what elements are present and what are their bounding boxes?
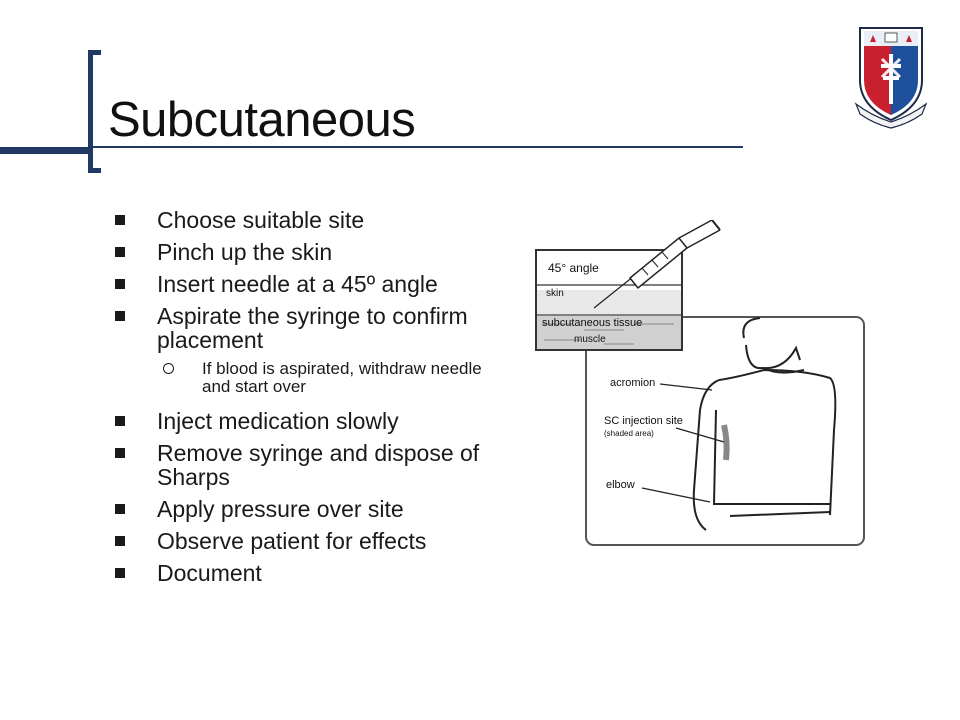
bullet-text: Aspirate the syringe to confirm placemen… [157, 303, 468, 353]
title-bracket-stem [88, 50, 93, 173]
bullet-text: Remove syringe and dispose of Sharps [157, 440, 480, 490]
bullet-text: Choose suitable site [157, 207, 365, 233]
bullet-item: Remove syringe and dispose of Sharps [112, 441, 492, 489]
title-bracket-bottom [88, 168, 101, 173]
angle-label: 45° angle [548, 261, 599, 275]
bullet-item: Inject medication slowly [112, 409, 492, 433]
slide-title: Subcutaneous [108, 93, 416, 147]
bullet-item: Observe patient for effects [112, 529, 492, 553]
subcutaneous-label: subcutaneous tissue [542, 317, 642, 329]
syringe-drawing [593, 220, 721, 309]
injection-shaded-area [721, 424, 730, 461]
bullet-item: Insert needle at a 45º angle [112, 272, 492, 296]
bullet-text: Insert needle at a 45º angle [157, 271, 438, 297]
skin-label: skin [546, 288, 564, 299]
sub-bullet-item: If blood is aspirated, withdraw needle a… [157, 360, 492, 396]
bullet-list: Choose suitable site Pinch up the skin I… [112, 208, 492, 593]
skin-layer-inset: 45° angle skin subcutaneous tissue muscl… [535, 249, 683, 351]
sub-bullet-text: If blood is aspirated, withdraw needle a… [202, 359, 482, 396]
bullet-item: Apply pressure over site [112, 497, 492, 521]
header-rule-left [0, 147, 90, 154]
bullet-text: Document [157, 560, 262, 586]
bullet-text: Observe patient for effects [157, 528, 427, 554]
bullet-item: Aspirate the syringe to confirm placemen… [112, 304, 492, 396]
elbow-label: elbow [606, 479, 635, 491]
bullet-item: Choose suitable site [112, 208, 492, 232]
injection-diagram: acromion SC injection site (shaded area)… [535, 220, 865, 546]
bullet-text: Apply pressure over site [157, 496, 404, 522]
bullet-item: Pinch up the skin [112, 240, 492, 264]
bullet-item: Document [112, 561, 492, 585]
sc-site-note: (shaded area) [604, 429, 654, 438]
header-rule-right [93, 146, 743, 148]
sc-site-label: SC injection site [604, 415, 683, 427]
shoulder-arm-drawing [692, 317, 837, 531]
bullet-text: Inject medication slowly [157, 408, 399, 434]
bullet-text: Pinch up the skin [157, 239, 333, 265]
title-bracket-top [88, 50, 101, 55]
crest-logo [854, 27, 928, 129]
sub-bullet-list: If blood is aspirated, withdraw needle a… [157, 360, 492, 396]
acromion-label: acromion [610, 377, 655, 389]
muscle-label: muscle [574, 334, 606, 345]
